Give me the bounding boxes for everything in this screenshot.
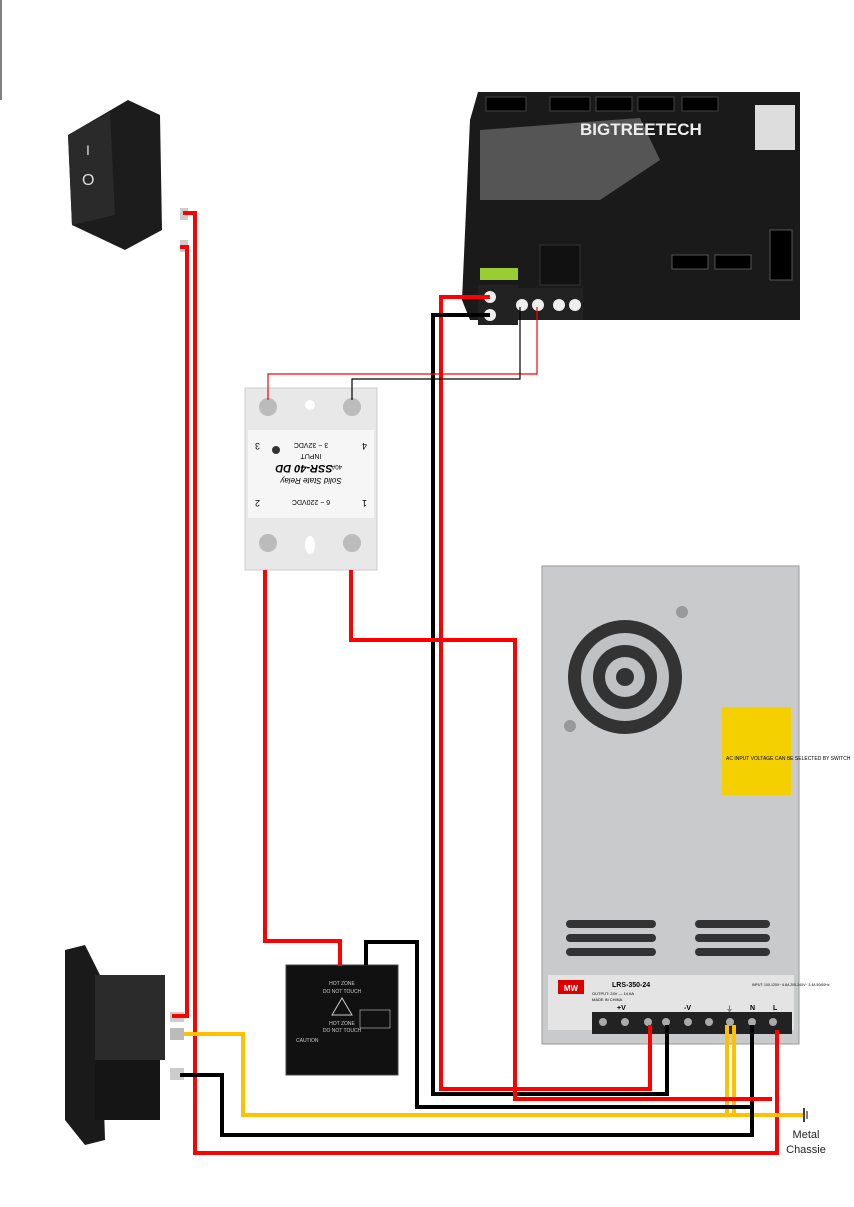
ssr-rating: 40A	[331, 463, 342, 469]
ssr-terminal-1: 1	[362, 498, 367, 508]
psu-warning: AC INPUT VOLTAGE CAN BE SELECTED BY SWIT…	[726, 756, 851, 762]
rocker-switch: I O	[68, 100, 188, 252]
wire-switch-to-psu-l	[183, 211, 779, 1155]
wire-signal-pos	[267, 307, 538, 400]
psu-terminal-pos: +V	[617, 1005, 626, 1012]
heatbed-line1: HOT ZONE	[329, 981, 355, 987]
ssr-name: Solid State Relay	[279, 476, 341, 485]
psu-terminal-neg: -V	[684, 1005, 691, 1012]
ssr-terminal-4: 4	[362, 441, 367, 451]
ssr-output-range: 6 ~ 220VDC	[292, 498, 330, 505]
power-inlet	[65, 945, 184, 1145]
psu-earth-symbol: ⏚	[726, 1005, 733, 1013]
power-supply: AC INPUT VOLTAGE CAN BE SELECTED BY SWIT…	[541, 565, 851, 1045]
wire-bed-to-n	[364, 940, 752, 1109]
psu-output: OUTPUT: 24V — 14.6A	[592, 991, 634, 996]
heated-bed: HOT ZONE DO NOT TOUCH HOT ZONE DO NOT TO…	[285, 964, 399, 1076]
wires	[172, 211, 803, 1155]
psu-model: LRS-350-24	[612, 982, 650, 989]
board-brand: BIGTREETECH	[580, 120, 702, 139]
ground-label-line1: Metal	[793, 1129, 820, 1141]
wire-board-pos	[439, 295, 652, 1091]
heatbed-caution: CAUTION	[296, 1038, 319, 1044]
psu-input: INPUT: 100-120V~ 6.8A 200-240V~ 3.4A 50/…	[752, 983, 830, 987]
ssr-model: SSR-40 DD	[275, 462, 333, 474]
chassis-ground-icon	[803, 1108, 808, 1122]
heatbed-line4: DO NOT TOUCH	[323, 1028, 362, 1034]
ground-label-line2: Chassie	[786, 1144, 826, 1156]
wire-switch-to-inlet	[172, 245, 189, 1018]
switch-off-mark: O	[82, 172, 94, 189]
solid-state-relay: 6 ~ 220VDC Solid State Relay SSR-40 DD 4…	[244, 387, 378, 571]
heatbed-line2: DO NOT TOUCH	[323, 989, 362, 995]
switch-on-mark: I	[86, 142, 90, 158]
wire-ssr-to-bed	[263, 570, 342, 966]
control-board: BIGTREETECH	[462, 92, 800, 325]
psu-terminal-l: L	[773, 1005, 778, 1012]
ssr-terminal-3: 3	[255, 441, 260, 451]
ssr-terminal-2: 2	[255, 498, 260, 508]
ssr-input-label: INPUT	[300, 452, 322, 459]
psu-brand: MW	[564, 984, 579, 993]
psu-made: MADE IN CHINA	[592, 997, 623, 1002]
wire-signal-neg	[351, 307, 521, 400]
heatbed-line3: HOT ZONE	[329, 1021, 355, 1027]
wire-ssr-to-l	[349, 570, 772, 1101]
ssr-input-range: 3 ~ 32VDC	[294, 441, 328, 448]
psu-terminal-n: N	[750, 1005, 755, 1012]
wire-inlet-earth	[184, 1032, 803, 1117]
wire-board-neg	[431, 313, 669, 1096]
